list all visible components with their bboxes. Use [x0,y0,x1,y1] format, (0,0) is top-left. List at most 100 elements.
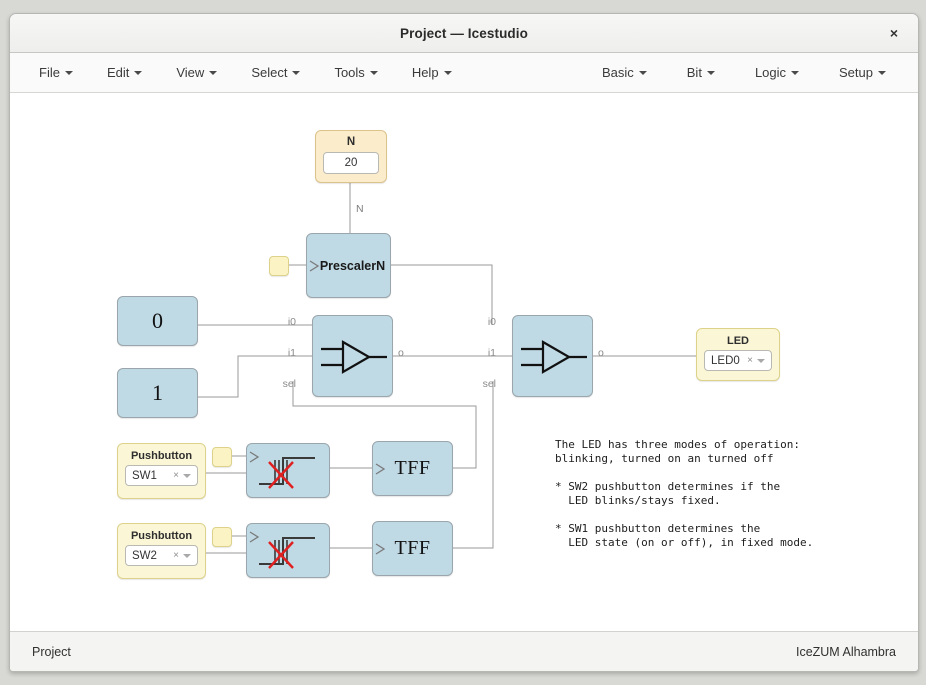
menu-item-tools-label: Tools [334,65,365,80]
block-n-parameter[interactable]: N 20 [315,130,387,183]
block-debounce-1[interactable] [246,443,330,498]
block-led[interactable]: LED LED0 × [696,328,780,381]
pushbutton-2-select-value: SW2 [132,549,157,562]
port-label-mux2-o: o [598,347,604,359]
clock-port-icon [375,543,386,555]
block-tff-1-label: TFF [394,457,431,479]
wire-tff2-to-mux2-sel [453,381,494,549]
clock-port-icon [309,260,320,272]
chevron-down-icon [369,70,378,75]
chevron-down-icon [64,70,73,75]
chevron-down-icon [791,70,800,75]
status-board-name: IceZUM Alhambra [795,644,896,659]
wire-label-n: N [356,203,364,215]
menu-right-group: Basic Bit Logic Setup [582,59,906,86]
menu-item-basic[interactable]: Basic [592,59,657,86]
n-value-input[interactable]: 20 [323,152,379,174]
app-window: Project — Icestudio × File Edit View [9,13,919,672]
chevron-down-icon [706,70,715,75]
clock-input-pad[interactable] [212,447,232,467]
clock-input-pad[interactable] [212,527,232,547]
led-select-value: LED0 [711,354,740,367]
clock-input-pad[interactable] [269,256,289,276]
port-label-mux2-sel: sel [482,378,496,390]
clock-port-icon [375,463,386,475]
schematic-canvas[interactable]: N 20 N PrescalerN 0 1 [10,93,918,631]
menu-item-edit[interactable]: Edit [97,59,152,86]
pushbutton-1-select-value: SW1 [132,469,157,482]
window-title: Project — Icestudio [400,25,528,41]
title-bar: Project — Icestudio × [10,14,918,53]
annotation-note[interactable]: The LED has three modes of operation: bl… [555,438,814,549]
chevron-down-icon [443,70,452,75]
block-tff-2-label: TFF [394,537,431,559]
chevron-down-icon [878,70,886,75]
block-prescaler[interactable]: PrescalerN [306,233,391,298]
mux-icon [321,340,387,374]
wire-layer [198,183,696,554]
debounce-icon [259,537,315,569]
menu-item-bit-label: Bit [686,65,702,80]
menu-item-file[interactable]: File [29,59,83,86]
status-bar: Project IceZUM Alhambra [10,631,918,671]
block-pushbutton-2-title: Pushbutton [130,530,193,542]
block-tff-2[interactable]: TFF [372,521,453,576]
mux-icon [521,340,587,374]
clock-port-icon [249,531,260,543]
close-icon[interactable]: × [889,25,899,41]
debounce-icon [259,457,315,489]
menu-item-setup[interactable]: Setup [829,59,896,86]
menu-item-setup-label: Setup [839,65,873,80]
menu-item-select[interactable]: Select [241,59,310,86]
menu-item-help-label: Help [411,65,439,80]
led-select[interactable]: LED0 × [704,350,772,371]
chevron-down-icon[interactable] [757,358,765,363]
port-label-mux1-i1: i1 [287,347,296,359]
menu-item-basic-label: Basic [601,65,634,80]
chevron-down-icon [292,70,301,75]
close-icon[interactable]: × [173,470,179,481]
menu-left-group: File Edit View Select Tools [22,59,469,86]
menu-item-tools[interactable]: Tools [324,59,387,86]
chevron-down-icon[interactable] [183,553,191,558]
menu-item-logic[interactable]: Logic [745,59,809,86]
menu-item-edit-label: Edit [106,65,130,80]
close-icon[interactable]: × [747,355,753,366]
pushbutton-1-select[interactable]: SW1 × [125,465,198,486]
pushbutton-2-select[interactable]: SW2 × [125,545,198,566]
block-pushbutton-1[interactable]: Pushbutton SW1 × [117,443,206,499]
menu-bar: File Edit View Select Tools [10,53,918,93]
port-label-mux1-o: o [398,347,404,359]
close-icon[interactable]: × [173,550,179,561]
menu-item-view[interactable]: View [166,59,227,86]
wire-prescaler-to-mux2-i0 [391,264,493,325]
port-label-mux2-i0: i0 [487,316,496,328]
menu-item-bit[interactable]: Bit [677,59,725,86]
block-const-1-label: 1 [152,380,163,405]
wire-tff1-to-mux1-sel [292,381,477,469]
wire-const1-to-mux1-i1 [198,355,312,398]
block-pushbutton-2[interactable]: Pushbutton SW2 × [117,523,206,579]
block-debounce-2[interactable] [246,523,330,578]
block-mux-2[interactable] [512,315,593,397]
status-project-name: Project [32,644,71,659]
chevron-down-icon [134,70,143,75]
menu-item-file-label: File [39,65,60,80]
chevron-down-icon [209,70,218,75]
block-n-title: N [346,136,356,148]
menu-item-help[interactable]: Help [402,59,462,86]
port-label-mux2-i1: i1 [487,347,496,359]
menu-item-view-label: View [176,65,205,80]
block-const-0[interactable]: 0 [117,296,198,346]
port-label-mux1-sel: sel [282,378,296,390]
block-const-1[interactable]: 1 [117,368,198,418]
menu-item-select-label: Select [251,65,288,80]
block-mux-1[interactable] [312,315,393,397]
block-tff-1[interactable]: TFF [372,441,453,496]
chevron-down-icon[interactable] [183,473,191,478]
clock-port-icon [249,451,260,463]
block-prescaler-label: PrescalerN [319,258,386,273]
block-pushbutton-1-title: Pushbutton [130,450,193,462]
menu-item-logic-label: Logic [754,65,787,80]
